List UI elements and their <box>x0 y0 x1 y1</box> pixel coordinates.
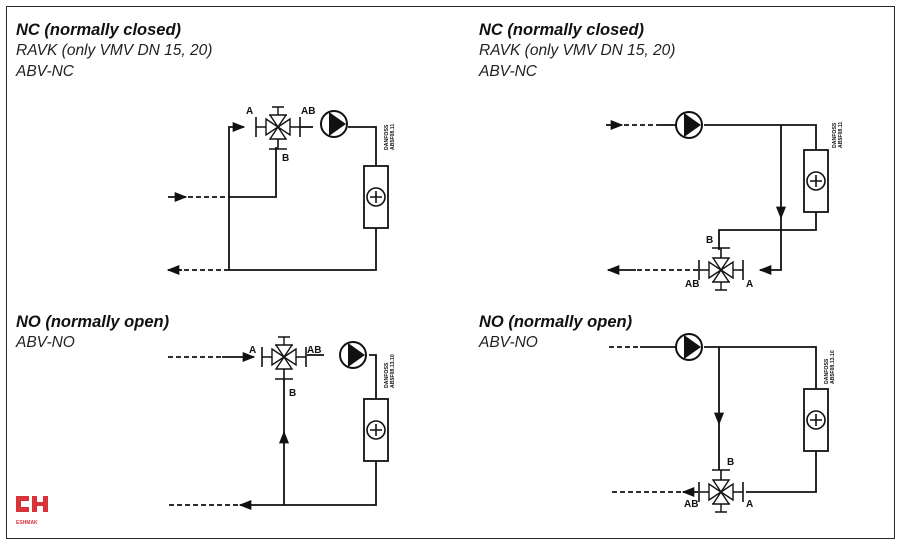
drawing-code: AB5F08.13.10 <box>830 350 836 384</box>
port-label-a: A <box>249 345 256 356</box>
port-label-a: A <box>746 279 753 290</box>
danfoss-tag: DANFOSS <box>832 122 838 148</box>
panel-nc-ravk-right: NC (normally closed) RAVK (only VMV DN 1… <box>479 20 675 82</box>
danfoss-tag: DANFOSS <box>384 362 390 388</box>
drawing-code: AB5F08.11 <box>390 124 396 150</box>
panel-title: NC (normally closed) <box>16 21 182 39</box>
panel-nc-ravk-left: NC (normally closed) RAVK (only VMV DN 1… <box>16 20 212 82</box>
pump-icon <box>675 111 703 139</box>
drawing-code: AB5F08.13.10 <box>390 354 396 388</box>
diagram-no-right <box>609 346 817 498</box>
port-label-b: B <box>727 457 734 468</box>
three-way-valve-icon <box>698 247 744 291</box>
heat-exchanger-icon <box>803 149 829 213</box>
port-label-b: B <box>289 388 296 399</box>
panel-no-left: NO (normally open) ABV-NO <box>16 312 169 353</box>
panel-subtitle: RAVK (only VMV DN 15, 20) <box>479 42 676 59</box>
panel-no-right: NO (normally open) ABV-NO <box>479 312 632 353</box>
port-label-b: B <box>706 235 713 246</box>
port-label-ab: AB <box>685 279 699 290</box>
panel-subtitle: ABV-NO <box>479 334 538 351</box>
panel-subtitle: ABV-NO <box>16 334 75 351</box>
panel-subtitle: ABV-NC <box>479 63 537 80</box>
panel-title: NC (normally closed) <box>479 21 645 39</box>
panel-subtitle: ABV-NC <box>16 63 74 80</box>
three-way-valve-icon <box>261 336 307 380</box>
port-label-b: B <box>282 153 289 164</box>
diagram-no-left <box>168 351 377 511</box>
heat-exchanger-icon <box>803 388 829 452</box>
port-label-a: A <box>746 499 753 510</box>
drawing-code: AB5F08.11 <box>838 122 844 148</box>
company-logo: ESHMAK <box>16 496 48 526</box>
danfoss-tag: DANFOSS <box>384 124 390 150</box>
port-label-ab: AB <box>684 499 698 510</box>
danfoss-tag: DANFOSS <box>824 358 830 384</box>
pump-icon <box>675 333 703 361</box>
pump-icon <box>339 341 367 369</box>
diagram-frame <box>6 6 895 539</box>
port-label-ab: AB <box>301 106 315 117</box>
diagram-nc-ravk-left <box>166 121 377 276</box>
panel-title: NO (normally open) <box>479 313 633 331</box>
panel-subtitle: RAVK (only VMV DN 15, 20) <box>16 42 213 59</box>
heat-exchanger-icon <box>363 398 389 462</box>
diagram-nc-ravk-right <box>606 119 817 276</box>
three-way-valve-icon <box>698 469 744 513</box>
panel-title: NO (normally open) <box>16 313 170 331</box>
logo-subtitle: ESHMAK <box>16 520 38 526</box>
port-label-ab: AB <box>307 345 321 356</box>
heat-exchanger-icon <box>363 165 389 229</box>
three-way-valve-icon <box>255 106 301 150</box>
pump-icon <box>320 110 348 138</box>
port-label-a: A <box>246 106 253 117</box>
